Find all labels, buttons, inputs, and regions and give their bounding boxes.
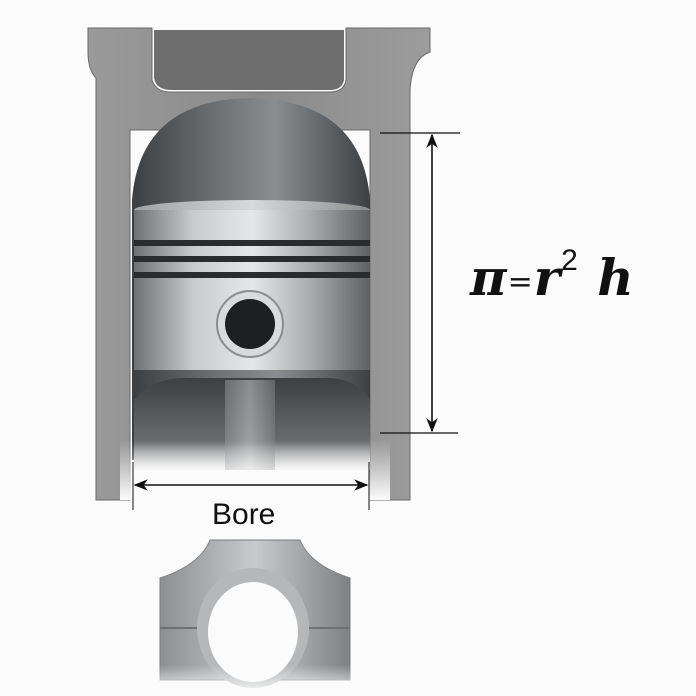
volume-formula: π=r2 h <box>470 244 635 307</box>
pi-symbol: π <box>470 248 508 307</box>
connecting-rod-big-end <box>150 539 360 696</box>
exponent: 2 <box>561 244 579 277</box>
equals-sign: = <box>507 264 534 300</box>
height-symbol: h <box>597 248 635 307</box>
height-dimension <box>380 132 460 434</box>
bore-label: Bore <box>212 498 276 531</box>
bore-dimension <box>132 462 370 510</box>
radius-symbol: r <box>533 248 562 307</box>
piston <box>120 200 390 500</box>
